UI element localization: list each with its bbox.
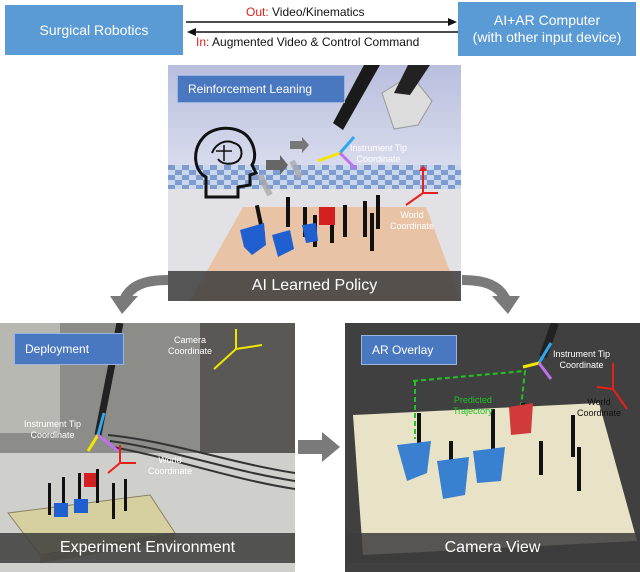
right-curved-arrow [461, 275, 520, 314]
ar-predicted-trajectory-label: Predicted Trajectory [453, 395, 493, 416]
ar-instrument-tip-label: Instrument Tip Coordinate [553, 349, 611, 370]
in-arrow [187, 28, 458, 36]
ai-ar-computer-label: AI+AR Computer [493, 12, 601, 28]
deployment-panel-tag: Deployment [14, 333, 124, 365]
left-curved-arrow [110, 275, 169, 314]
deploy-world-label: World Coordinate [148, 455, 193, 476]
in-label: In: Augmented Video & Control Command [196, 35, 420, 49]
rl-panel-caption: AI Learned Policy [168, 271, 461, 301]
rl-simulation-panel: Reinforcement Leaning Instrument Tip Coo… [168, 65, 461, 301]
middle-arrow [298, 432, 340, 462]
ar-panel-caption: Camera View [345, 533, 640, 563]
ai-ar-computer-sublabel: (with other input device) [472, 29, 622, 45]
surgical-robotics-label: Surgical Robotics [39, 21, 149, 38]
out-arrow [186, 18, 457, 26]
rl-instrument-tip-label: Instrument Tip Coordinate [350, 143, 408, 164]
out-label: Out: Video/Kinematics [246, 5, 365, 19]
deployment-panel-caption: Experiment Environment [0, 533, 295, 563]
ar-world-label: World Coordinate [577, 397, 622, 418]
rl-panel-tag: Reinforcement Leaning [177, 75, 345, 103]
ai-ar-computer-box: AI+AR Computer (with other input device) [458, 2, 636, 56]
deployment-panel: Deployment Camera Coordinate Instrument … [0, 323, 295, 572]
brain-head-icon [194, 126, 259, 199]
rl-world-label: World Coordinate [390, 210, 435, 231]
ar-panel-tag: AR Overlay [361, 335, 457, 365]
ar-overlay-panel: AR Overlay Instrument Tip Coordinate Pre… [345, 323, 640, 572]
surgical-robotics-box: Surgical Robotics [5, 5, 183, 55]
deploy-camera-label: Camera Coordinate [168, 335, 213, 356]
deploy-instrument-tip-label: Instrument Tip Coordinate [24, 419, 82, 440]
